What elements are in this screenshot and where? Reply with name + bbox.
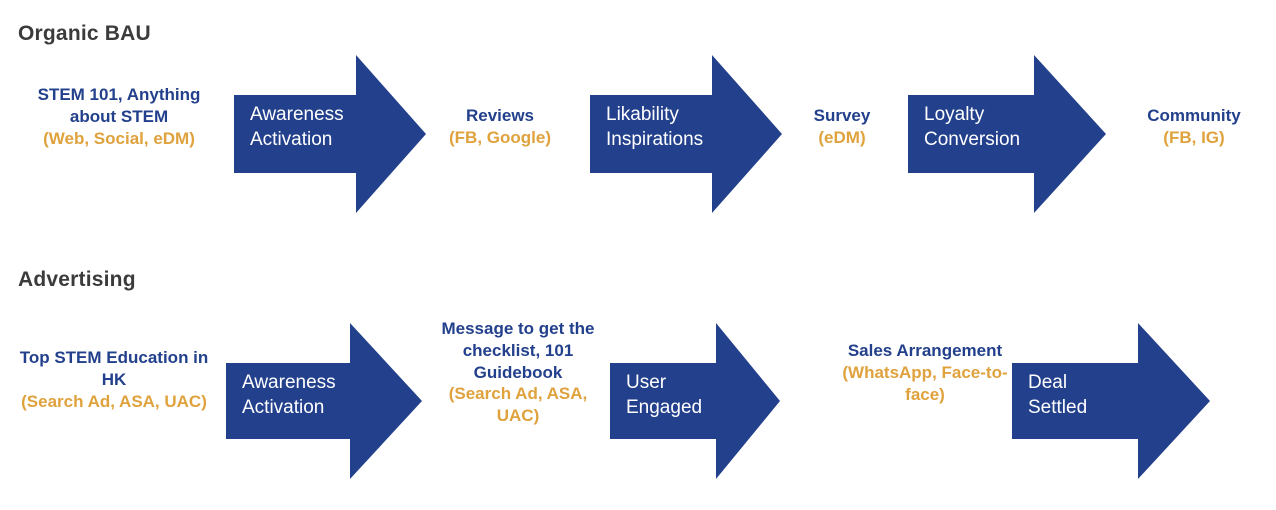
milestone-node: Survey (eDM): [782, 105, 902, 149]
stage-arrow: Awareness Activation: [234, 55, 426, 218]
milestone-title: Community: [1147, 106, 1241, 125]
section-heading-advertising: Advertising: [18, 268, 136, 291]
arrow-label: Deal Settled: [1028, 372, 1088, 419]
milestone-title: Survey: [813, 106, 871, 125]
stage-arrow: Likability Inspirations: [590, 55, 782, 218]
stage-arrow: User Engaged: [610, 323, 780, 484]
arrow-right-icon: [610, 323, 780, 479]
arrow-label: User Engaged: [626, 372, 703, 419]
arrow-right-icon: [590, 55, 782, 213]
arrow-right-icon: [226, 323, 422, 479]
milestone-title: Top STEM Education in HK: [19, 348, 209, 389]
section-heading-organic-bau: Organic BAU: [18, 22, 151, 45]
arrow-right-icon: [234, 55, 426, 213]
milestone-title: Sales Arrangement: [847, 341, 1003, 360]
milestone-node: Sales Arrangement (WhatsApp, Face-to-fac…: [832, 340, 1018, 405]
milestone-title: STEM 101, Anything about STEM: [37, 85, 201, 126]
milestone-title: Message to get the checklist, 101 Guideb…: [441, 319, 595, 382]
arrow-label: Loyalty Conversion: [924, 104, 1021, 151]
arrow-label: Awareness Activation: [242, 372, 336, 419]
arrow-label: Likability Inspirations: [606, 104, 704, 151]
milestone-node: Community (FB, IG): [1114, 105, 1274, 149]
stage-arrow: Loyalty Conversion: [908, 55, 1106, 218]
milestone-title: Reviews: [465, 106, 535, 125]
arrow-right-icon: [1012, 323, 1210, 479]
arrow-right-icon: [908, 55, 1106, 213]
arrow-label: Awareness Activation: [250, 104, 344, 151]
milestone-channels: (FB, Google): [449, 127, 551, 147]
milestone-node: Message to get the checklist, 101 Guideb…: [428, 318, 608, 427]
milestone-channels: (WhatsApp, Face-to-face): [842, 362, 1008, 404]
stage-arrow: Deal Settled: [1012, 323, 1210, 484]
milestone-channels: (eDM): [818, 127, 866, 147]
milestone-node: Top STEM Education in HK (Search Ad, ASA…: [10, 347, 218, 412]
milestone-channels: (FB, IG): [1163, 127, 1225, 147]
milestone-channels: (Search Ad, ASA, UAC): [21, 391, 207, 411]
stage-arrow: Awareness Activation: [226, 323, 422, 484]
milestone-channels: (Web, Social, eDM): [43, 128, 195, 148]
milestone-node: STEM 101, Anything about STEM (Web, Soci…: [14, 84, 224, 149]
milestone-node: Reviews (FB, Google): [424, 105, 576, 149]
milestone-channels: (Search Ad, ASA, UAC): [448, 384, 588, 425]
